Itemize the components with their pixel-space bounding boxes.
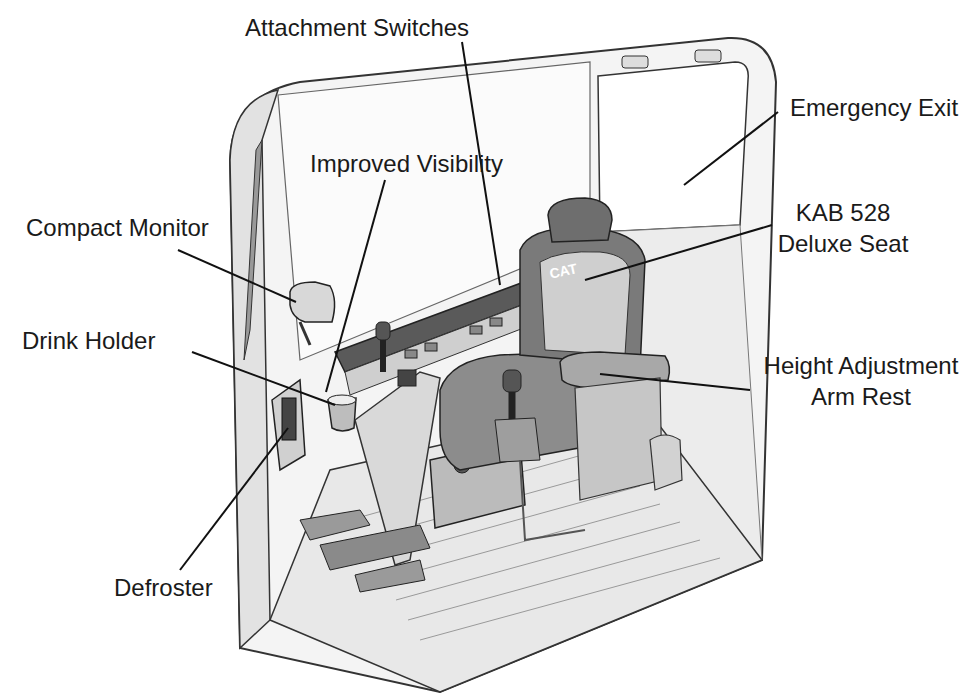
callout-label: Drink Holder (22, 325, 192, 356)
seat-panel (540, 252, 630, 355)
cab-shell (230, 38, 776, 692)
right-console (575, 378, 662, 500)
floor (270, 400, 762, 692)
callout-label: Improved Visibility (310, 148, 540, 179)
pedal (355, 560, 425, 592)
compact-monitor (290, 282, 335, 322)
headrest (548, 198, 612, 242)
defroster-vent (272, 380, 305, 470)
roof-vent (695, 50, 721, 62)
callout-label: Compact Monitor (26, 212, 246, 243)
rear-window (598, 62, 748, 232)
callout-label: Attachment Switches (245, 12, 505, 43)
joystick (503, 370, 521, 392)
seat-back (520, 228, 645, 370)
switches (405, 318, 502, 358)
callout-label: Emergency Exit (790, 92, 970, 123)
wiper (244, 140, 262, 360)
callout-label: Height Adjustment Arm Rest (745, 350, 977, 412)
leader-lines (178, 42, 778, 570)
callout-label: KAB 528 Deluxe Seat (768, 197, 918, 259)
pedal (300, 510, 370, 540)
roof-vent (622, 56, 648, 68)
callout-label: Defroster (114, 572, 244, 603)
